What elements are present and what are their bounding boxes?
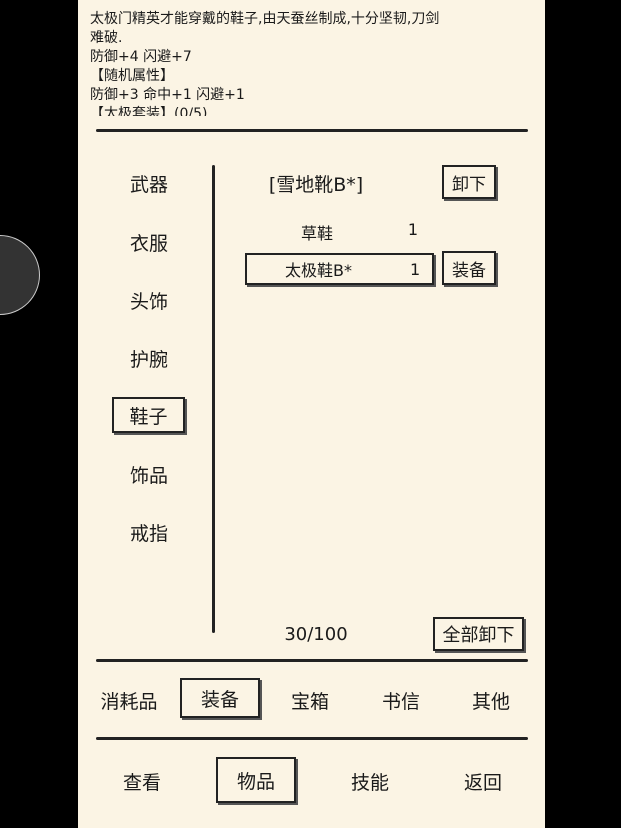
item-row-selected[interactable]: 太极鞋B* 1 (245, 253, 434, 285)
desc-line: 防御+3 命中+1 闪避+1 (90, 87, 245, 103)
divider (96, 129, 528, 132)
category-shoes[interactable]: 鞋子 (112, 397, 185, 433)
desc-line: 防御+4 闪避+7 (90, 49, 192, 65)
tab-chests[interactable]: 宝箱 (290, 691, 330, 713)
nav-back[interactable]: 返回 (463, 772, 503, 794)
category-accessory[interactable]: 饰品 (129, 465, 169, 487)
equipped-item: [雪地靴B*] (268, 174, 364, 196)
floating-app-bubble[interactable] (0, 235, 40, 315)
nav-view[interactable]: 查看 (122, 772, 162, 794)
item-name[interactable]: 草鞋 (300, 224, 334, 243)
tab-consumables[interactable]: 消耗品 (100, 691, 158, 713)
desc-line: 【太极套装】(0/5) (90, 106, 208, 122)
item-name: 太极鞋B* (285, 261, 352, 280)
divider (96, 737, 528, 740)
tab-letters[interactable]: 书信 (381, 691, 421, 713)
unequip-all-button[interactable]: 全部卸下 (433, 617, 524, 651)
tab-equipment[interactable]: 装备 (180, 678, 260, 718)
item-count: 1 (407, 220, 419, 239)
item-count: 1 (410, 259, 421, 279)
divider (96, 659, 528, 662)
vertical-divider (212, 165, 215, 633)
equip-button[interactable]: 装备 (442, 251, 496, 285)
nav-items[interactable]: 物品 (216, 757, 296, 803)
category-clothes[interactable]: 衣服 (129, 233, 169, 255)
desc-line: 难破. (90, 30, 123, 46)
nav-skills[interactable]: 技能 (350, 772, 390, 794)
desc-line: 【随机属性】 (90, 68, 174, 84)
desc-line: 太极门精英才能穿戴的鞋子,由天蚕丝制成,十分坚韧,刀剑 (90, 11, 440, 27)
category-ring[interactable]: 戒指 (129, 523, 169, 545)
capacity: 30/100 (284, 624, 348, 645)
item-description: 太极门精英才能穿戴的鞋子,由天蚕丝制成,十分坚韧,刀剑 难破. 防御+4 闪避+… (90, 10, 530, 116)
tab-others[interactable]: 其他 (471, 691, 511, 713)
category-weapon[interactable]: 武器 (129, 174, 169, 196)
unequip-button[interactable]: 卸下 (442, 165, 496, 199)
category-bracer[interactable]: 护腕 (129, 349, 169, 371)
category-headwear[interactable]: 头饰 (129, 291, 169, 313)
